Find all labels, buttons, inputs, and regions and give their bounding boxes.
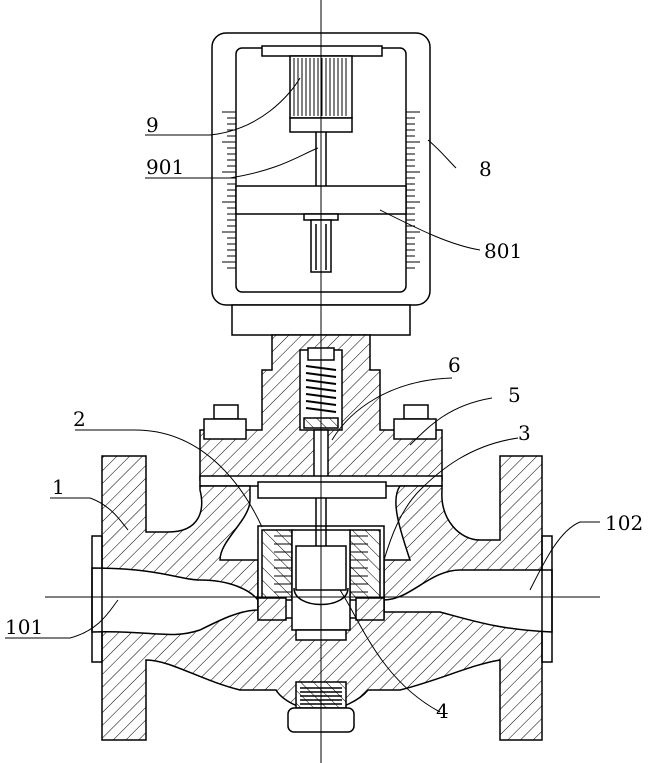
label-102: 102 — [605, 511, 643, 535]
label-6: 6 — [448, 353, 461, 377]
right-bolt — [394, 405, 436, 439]
label-8: 8 — [479, 157, 492, 181]
label-1: 1 — [52, 475, 65, 499]
label-5: 5 — [508, 383, 521, 407]
left-bolt — [204, 405, 246, 439]
label-901: 901 — [146, 155, 184, 179]
label-2: 2 — [73, 407, 86, 431]
label-101: 101 — [5, 615, 43, 639]
label-801: 801 — [484, 239, 522, 263]
label-9: 9 — [146, 113, 159, 137]
label-4: 4 — [436, 699, 449, 723]
label-3: 3 — [518, 421, 531, 445]
